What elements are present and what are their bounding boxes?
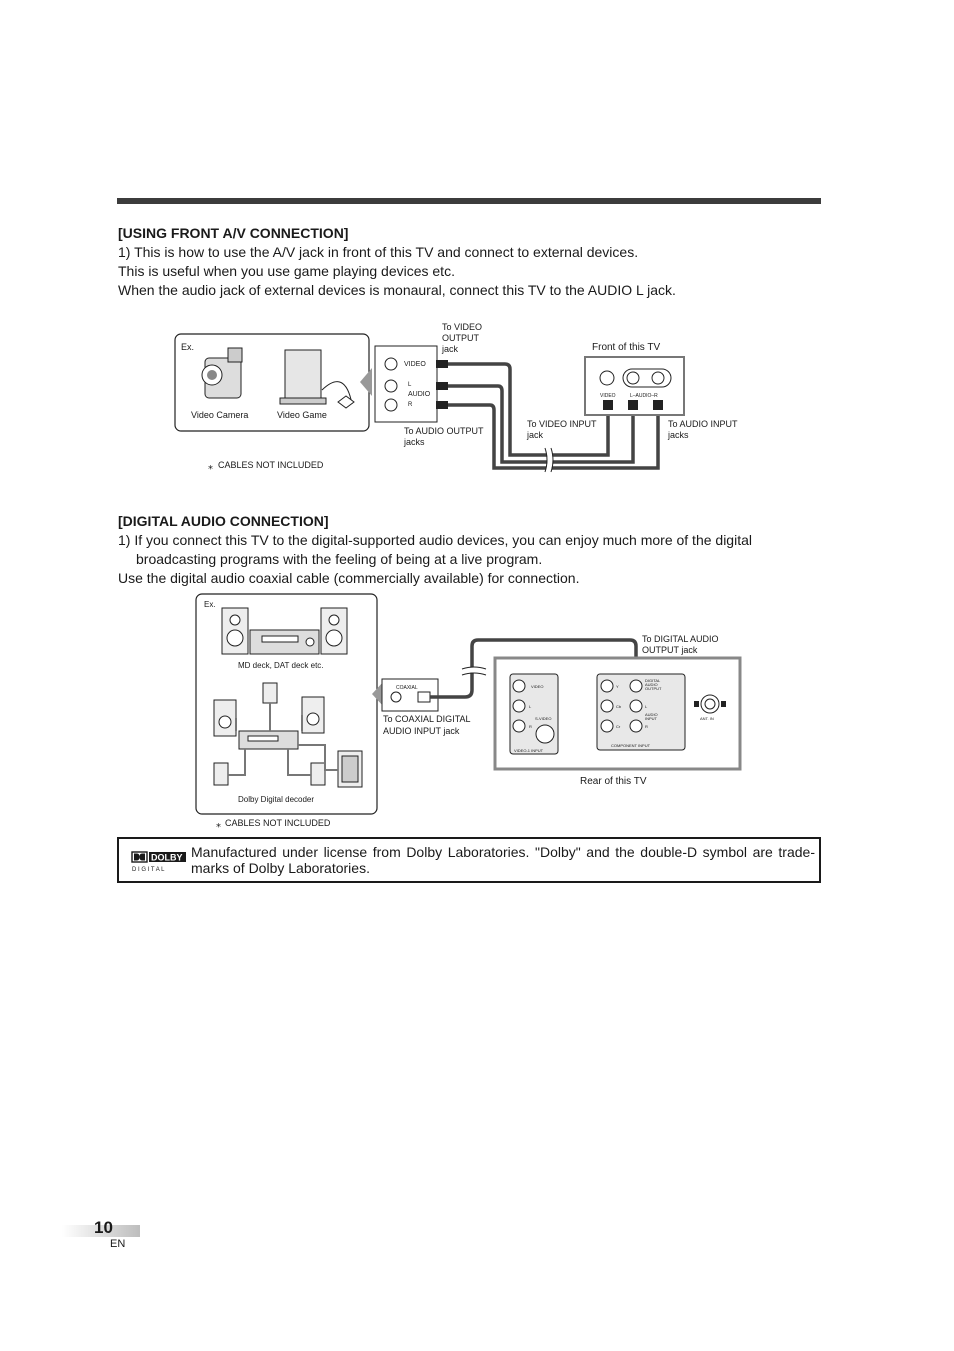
to-video-output-label: jack <box>441 344 459 354</box>
paragraph-line: broadcasting programs with the feeling o… <box>136 551 543 567</box>
arrow-icon <box>372 682 383 706</box>
section-heading: [DIGITAL AUDIO CONNECTION] <box>118 513 329 529</box>
paragraph-line: This is useful when you use game playing… <box>118 263 455 279</box>
ex-label: Ex. <box>181 342 194 352</box>
rear-l-label: L <box>529 704 532 709</box>
output-jack-panel <box>374 345 438 423</box>
rear-digital-label: DIGITAL <box>645 678 661 683</box>
av-cables <box>448 362 660 470</box>
arrow-icon <box>360 368 372 396</box>
dolby-license-box: DOLBY D I G I T A L Manufactured under l… <box>117 837 821 883</box>
video-camera-icon <box>201 347 243 399</box>
rear-r2-label: R <box>645 724 648 729</box>
to-audio-output-label: jacks <box>403 437 425 447</box>
asterisk-icon: ⁎ <box>208 461 213 472</box>
video-game-icon <box>279 349 355 409</box>
component-input-panel <box>596 673 686 751</box>
dolby-logo-sub: D I G I T A L <box>132 867 165 873</box>
page-number: 10 <box>94 1218 113 1237</box>
rear-component-label: COMPONENT INPUT <box>611 743 651 748</box>
cables-note: CABLES NOT INCLUDED <box>225 818 331 828</box>
section-digital-audio: [DIGITAL AUDIO CONNECTION] 1) If you con… <box>118 512 818 588</box>
to-digital-output-label: To DIGITAL AUDIO <box>642 634 719 644</box>
rear-digital-label: OUTPUT <box>645 686 662 691</box>
dolby-digital-logo: DOLBY D I G I T A L <box>131 851 186 873</box>
to-video-input-label: jack <box>526 430 544 440</box>
paragraph-line: 1) If you connect this TV to the digital… <box>118 532 752 548</box>
paragraph-line: Use the digital audio coaxial cable (com… <box>118 570 580 586</box>
to-audio-output-label: To AUDIO OUTPUT <box>404 426 484 436</box>
to-audio-input-label: To AUDIO INPUT <box>668 419 738 429</box>
cable-break-icon <box>544 447 554 473</box>
rear-r-label: R <box>529 724 532 729</box>
cable-break-icon <box>461 666 487 676</box>
rear-audio-input-label: INPUT <box>645 716 658 721</box>
rear-audio-input-label: AUDIO <box>645 712 658 717</box>
paragraph-line: 1) This is how to use the A/V jack in fr… <box>118 244 639 260</box>
rear-l2-label: L <box>645 704 648 709</box>
jack-video-label: VIDEO <box>404 361 426 368</box>
to-video-input-label: To VIDEO INPUT <box>527 419 597 429</box>
jack-audio-label: AUDIO <box>408 391 431 398</box>
digital-audio-connection-diagram: Ex. MD deck, DAT deck etc. Dolby Digital… <box>195 593 742 830</box>
rear-ant-label: ANT. IN <box>700 716 714 721</box>
rear-video-label: VIDEO <box>531 684 543 689</box>
to-coaxial-label: AUDIO INPUT jack <box>383 726 460 736</box>
front-av-connection-diagram: Ex. Video Camera Video Game VIDEO L AUDI… <box>174 322 738 473</box>
header-rule <box>117 198 821 204</box>
to-audio-input-label: jacks <box>667 430 689 440</box>
to-digital-output-label: OUTPUT jack <box>642 645 698 655</box>
rear-y-label: Y <box>616 684 619 689</box>
video-game-label: Video Game <box>277 410 327 420</box>
page-language: EN <box>110 1238 126 1250</box>
coaxial-label: COAXIAL <box>396 685 418 691</box>
front-of-tv-label: Front of this TV <box>592 342 661 353</box>
asterisk-icon: ⁎ <box>216 819 221 830</box>
jack-l-label: L <box>408 382 412 388</box>
rear-video1-label: VIDEO-1 INPUT <box>514 748 544 753</box>
rear-of-tv-label: Rear of this TV <box>580 776 647 787</box>
md-deck-label: MD deck, DAT deck etc. <box>238 661 324 670</box>
license-text: Manufactured under license from Dolby La… <box>191 844 815 876</box>
to-video-output-label: OUTPUT <box>442 333 480 343</box>
coaxial-cable <box>430 638 638 699</box>
rear-cr-label: Cr <box>616 724 621 729</box>
tv-video-label: VIDEO <box>600 393 616 399</box>
dolby-decoder-icon <box>213 682 363 788</box>
page-number-bar <box>62 1225 140 1237</box>
to-video-output-label: To VIDEO <box>442 322 482 332</box>
section-heading: [USING FRONT A/V CONNECTION] <box>118 225 349 241</box>
dolby-logo-word: DOLBY <box>151 853 183 863</box>
jack-r-label: R <box>408 402 413 408</box>
rear-digital-label: AUDIO <box>645 682 658 687</box>
to-coaxial-label: To COAXIAL DIGITAL <box>383 714 471 724</box>
cables-note: CABLES NOT INCLUDED <box>218 460 324 470</box>
rear-svideo-label: S-VIDEO <box>535 716 551 721</box>
antenna-jack-icon <box>694 694 726 714</box>
dolby-decoder-label: Dolby Digital decoder <box>238 795 314 804</box>
cable-break-icon <box>545 447 553 473</box>
tv-audio-label: L–AUDIO–R <box>630 393 658 399</box>
md-deck-icon <box>221 607 348 655</box>
video-camera-label: Video Camera <box>191 410 248 420</box>
rear-cb-label: Cb <box>616 704 622 709</box>
section-front-av: [USING FRONT A/V CONNECTION] 1) This is … <box>118 224 818 300</box>
ex-label: Ex. <box>204 600 216 609</box>
paragraph-line: When the audio jack of external devices … <box>118 282 676 298</box>
